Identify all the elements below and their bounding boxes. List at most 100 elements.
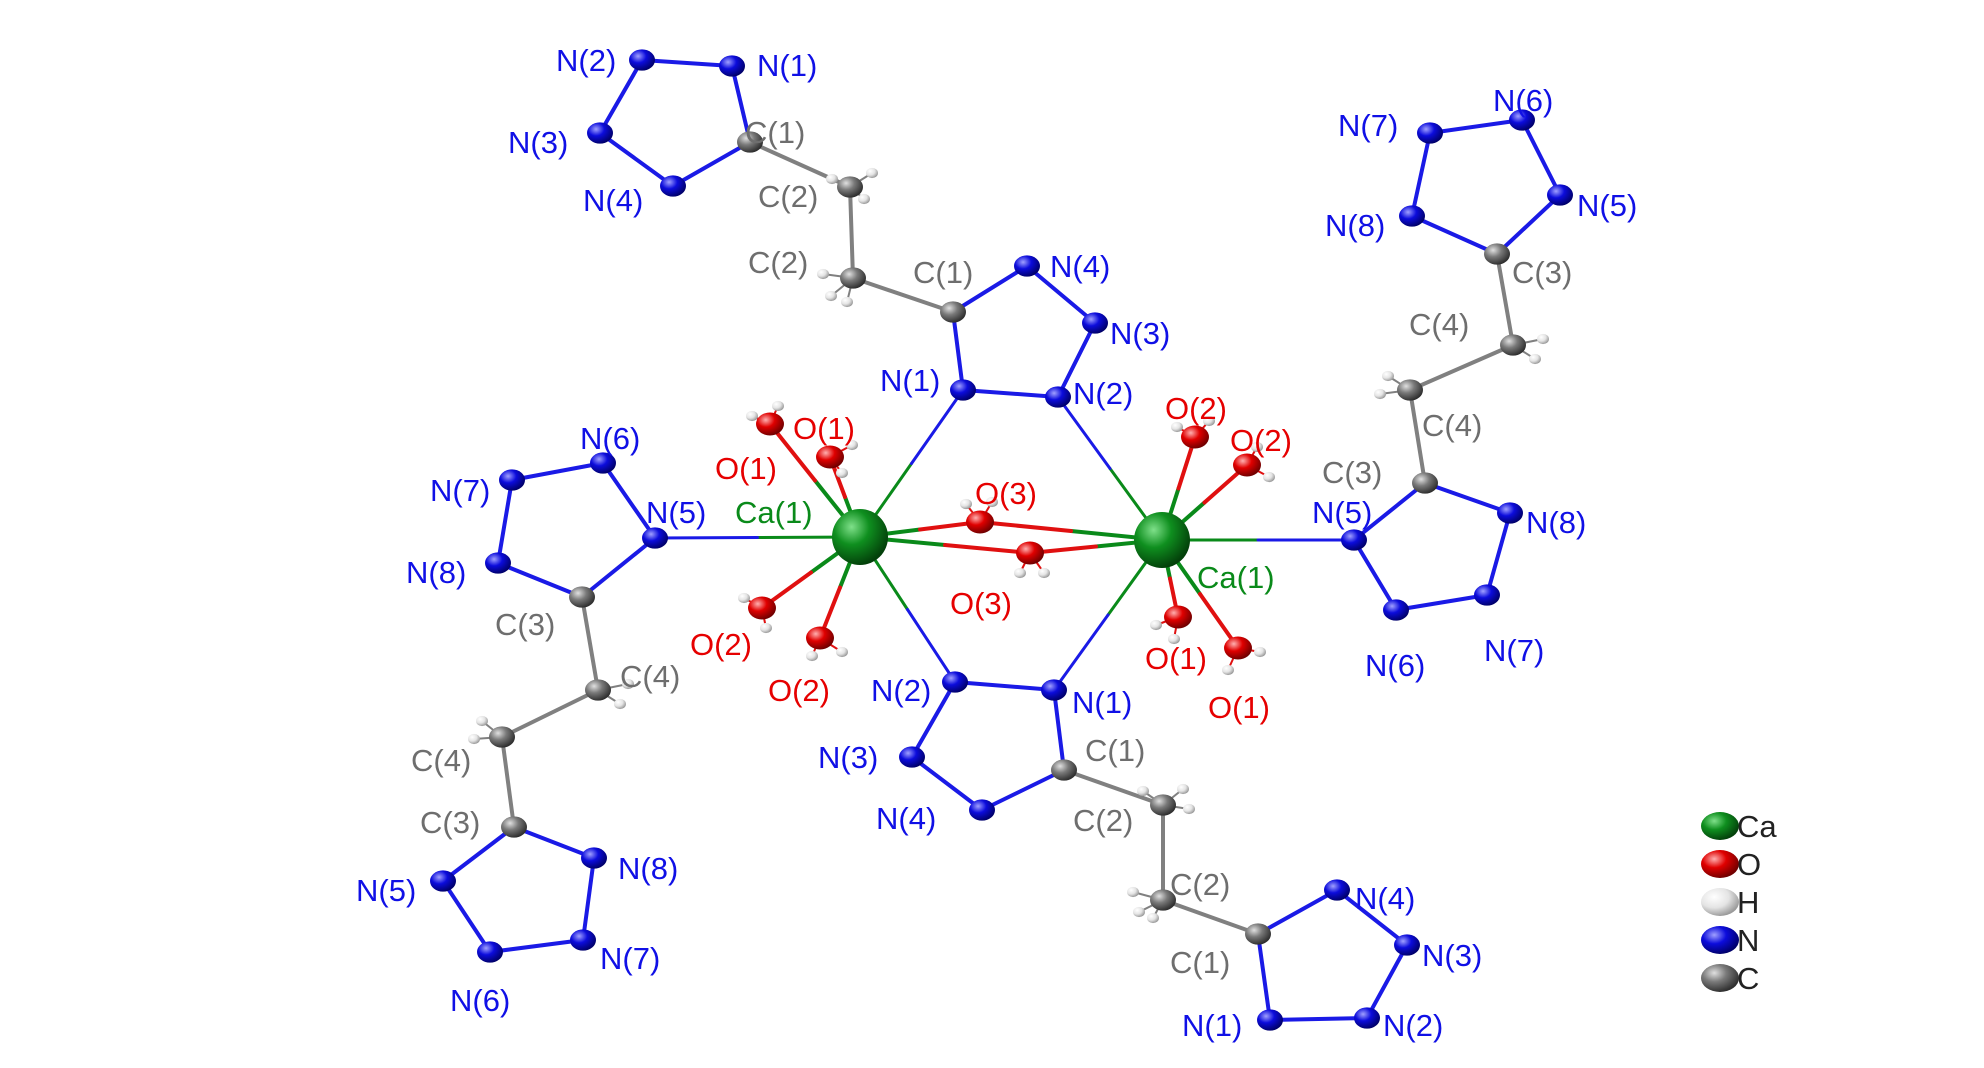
legend-swatch-ca — [1701, 812, 1739, 840]
hydrogen-atom — [1177, 783, 1189, 795]
atom-label-tl_n1: N(1) — [757, 48, 817, 83]
hydrogen-atom — [1374, 388, 1386, 400]
atom-label-bc_n4: N(4) — [876, 801, 936, 836]
atom-label-o1b_l: O(1) — [793, 411, 855, 446]
hydrogen-atom — [738, 592, 750, 604]
atom-label-ca_l: Ca(1) — [735, 495, 813, 530]
atom-label-lb_c3: C(3) — [420, 805, 480, 840]
bond-lm_n6-lm_n7 — [510, 461, 605, 482]
hydrogen-atom — [476, 715, 488, 727]
bond-lm_n5-lm_n6 — [601, 461, 657, 540]
atom-label-lb_n6: N(6) — [450, 983, 510, 1018]
atom-tl_n1 — [719, 55, 745, 77]
atom-label-tc_c2: C(2) — [748, 245, 808, 280]
hydrogen-atom — [1537, 333, 1549, 345]
atom-label-rm_n7: N(7) — [1484, 633, 1544, 668]
atom-bc_c1 — [1051, 759, 1077, 781]
bond-tl_n4-tl_c1 — [671, 140, 752, 188]
atom-label-lm_c4: C(4) — [620, 659, 680, 694]
atom-label-rm_n6: N(6) — [1365, 648, 1425, 683]
legend-label-o: O — [1737, 847, 1761, 882]
bond-rt_c4-rm_c4 — [1408, 343, 1515, 392]
bond-rm_n8-rm_c3 — [1423, 481, 1512, 515]
atom-label-tc_n3: N(3) — [1110, 316, 1170, 351]
atom-o1b_r — [1224, 636, 1252, 660]
atom-label-rm_c3: C(3) — [1322, 455, 1382, 490]
hydrogen-atom — [1168, 633, 1180, 645]
atom-tc_n2 — [1045, 386, 1071, 408]
bond-ca_r-o3a-half-b — [978, 520, 1073, 533]
atom-label-tl_n3: N(3) — [508, 125, 568, 160]
legend-swatch-c — [1701, 964, 1739, 992]
atom-label-o1a_l: O(1) — [715, 451, 777, 486]
atom-label-o2b_l: O(2) — [768, 673, 830, 708]
bond-bc_n3-bc_n4 — [910, 755, 984, 812]
atom-label-rt_c3: C(3) — [1512, 255, 1572, 290]
hydrogen-atom — [817, 268, 829, 280]
bond-lm_n8-lm_c3 — [496, 561, 584, 599]
atom-rt_n7 — [1417, 122, 1443, 144]
atom-label-tl_n4: N(4) — [583, 183, 643, 218]
atom-label-lm_n7: N(7) — [430, 473, 490, 508]
bond-rt_n7-rt_n8 — [1410, 131, 1432, 218]
atom-label-tl_c2: C(2) — [758, 179, 818, 214]
hydrogen-atom — [986, 496, 998, 508]
bond-rt_n6-rt_n7 — [1428, 118, 1524, 135]
bond-br_c1-br_n1 — [1256, 932, 1272, 1022]
atom-rt_n8 — [1399, 205, 1425, 227]
atom-lm_c3 — [569, 586, 595, 608]
hydrogen-atom — [772, 400, 784, 412]
atom-label-o2a_l: O(2) — [690, 627, 752, 662]
atom-label-br_c2: C(2) — [1170, 867, 1230, 902]
atom-tl_c2 — [837, 176, 863, 198]
hydrogen-atom — [1222, 664, 1234, 676]
hydrogen-atom — [1254, 646, 1266, 658]
atom-o2a_r — [1181, 425, 1209, 449]
bond-bc_n2-bc_n3 — [910, 680, 957, 759]
atom-br_c1 — [1245, 923, 1271, 945]
atom-o1a_r — [1164, 605, 1192, 629]
hydrogen-atom — [858, 193, 870, 205]
bond-bc_c1-bc_c2 — [1062, 768, 1165, 807]
bond-lb_n6-lb_n7 — [488, 938, 585, 954]
atom-br_n4 — [1324, 879, 1350, 901]
bond-br_n3-br_n4 — [1335, 888, 1409, 947]
atom-label-ca_r: Ca(1) — [1197, 560, 1275, 595]
atom-label-br_n3: N(3) — [1422, 938, 1482, 973]
atom-label-lb_n7: N(7) — [600, 941, 660, 976]
atom-bc_n2 — [942, 671, 968, 693]
bond-br_n1-br_n2 — [1268, 1016, 1369, 1022]
hydrogen-atom — [825, 290, 837, 302]
atom-lm_n7 — [499, 469, 525, 491]
legend-label-ca: Ca — [1737, 809, 1777, 844]
atom-label-rt_n6: N(6) — [1493, 83, 1553, 118]
atom-label-lb_n8: N(8) — [618, 851, 678, 886]
bond-rt_c3-rt_n5 — [1495, 193, 1562, 256]
hydrogen-atom — [846, 439, 858, 451]
atom-lb_c4 — [489, 726, 515, 748]
bond-lm_n7-lm_n8 — [496, 478, 514, 565]
bond-tc_c1-tc_n1 — [951, 310, 965, 392]
atom-rm_n7 — [1474, 584, 1500, 606]
bond-tl_n1-tl_n2 — [640, 58, 734, 68]
atom-tc_c1 — [940, 301, 966, 323]
atom-label-tc_n1: N(1) — [880, 363, 940, 398]
atom-o3a — [966, 510, 994, 534]
atom-lb_n8 — [581, 847, 607, 869]
bond-lb_c3-lb_c4 — [500, 735, 516, 829]
atom-tc_n1 — [950, 379, 976, 401]
atom-label-rt_c4: C(4) — [1409, 307, 1469, 342]
atom-o1a_l — [756, 412, 784, 436]
atom-br_c2 — [1150, 889, 1176, 911]
atom-label-br_n2: N(2) — [1383, 1008, 1443, 1043]
atom-label-lm_n6: N(6) — [580, 421, 640, 456]
bond-ca_l-tc_n1-half-b — [910, 388, 965, 465]
hydrogen-atom — [1038, 567, 1050, 579]
bond-lm_c3-lm_n5 — [580, 536, 657, 599]
bond-br_n2-br_n3 — [1365, 943, 1409, 1020]
bond-ca_r-bc_n1-half-b — [1052, 613, 1110, 692]
atom-rm_n6 — [1383, 599, 1409, 621]
atom-label-lb_c4: C(4) — [411, 743, 471, 778]
atom-label-rm_n5: N(5) — [1312, 495, 1372, 530]
